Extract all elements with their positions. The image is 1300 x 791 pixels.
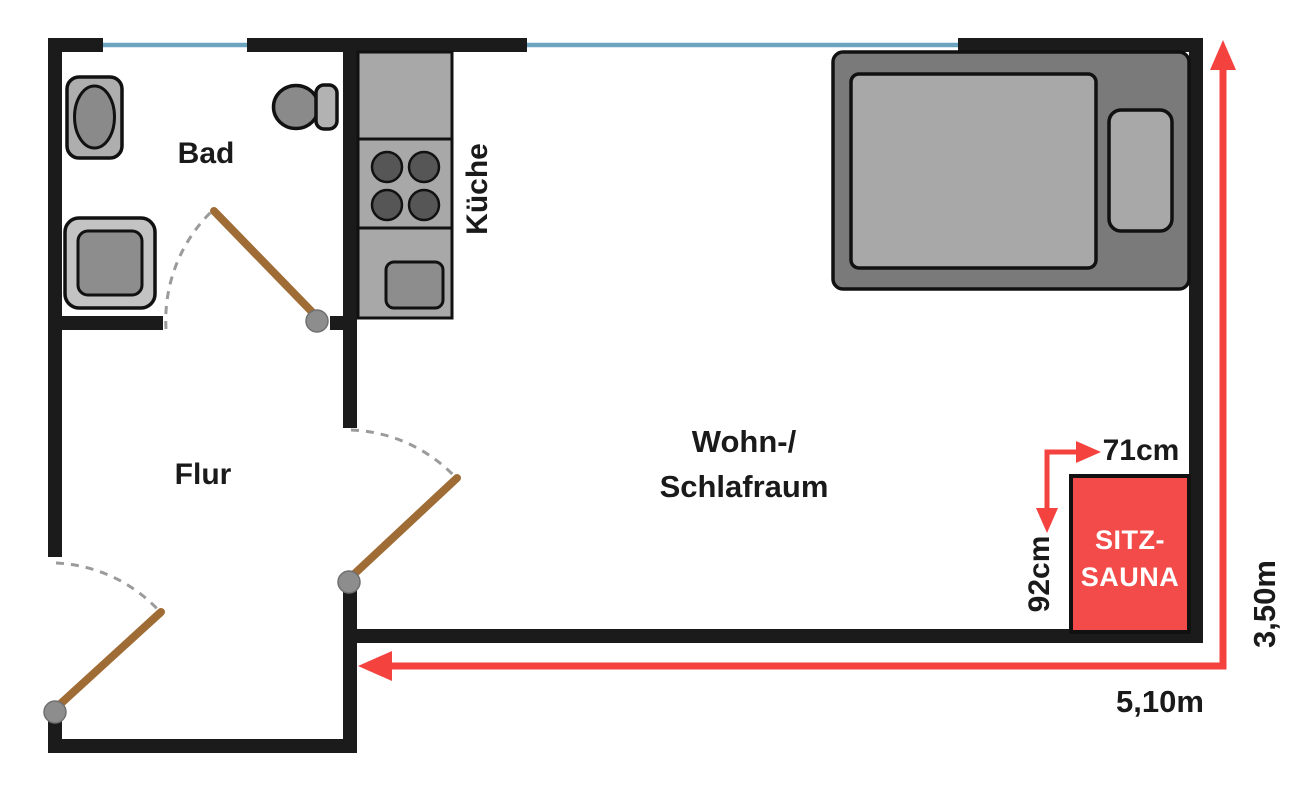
toilet-tank-icon — [314, 83, 339, 131]
wall-left-upper — [48, 38, 62, 557]
walls — [48, 38, 1203, 753]
dimension-label-room-depth: 3,50m — [1247, 560, 1282, 648]
stove-icon — [356, 137, 454, 230]
sauna-label-line2: SAUNA — [1081, 562, 1180, 592]
bed — [831, 50, 1191, 291]
wall-flur-bottom — [48, 739, 357, 753]
dimension-label-sauna-width: 71cm — [1103, 434, 1180, 467]
toilet-icon — [271, 83, 321, 131]
door-swing-arc-wohnraum — [350, 428, 459, 481]
door-swing-arc-bad — [164, 210, 213, 330]
dimension-arrow-room — [390, 66, 1227, 670]
room-label-wohnraum-line2: Schlafraum — [660, 469, 829, 504]
door-hinge-icon — [337, 570, 361, 594]
burner-icon — [370, 188, 404, 222]
kitchen-sink-icon — [384, 260, 445, 310]
wall-bad-bottom-left — [48, 316, 163, 330]
burner-icon — [407, 188, 441, 222]
room-label-wohnraum-line1: Wohn-/ — [692, 424, 797, 459]
room-label-bad: Bad — [178, 137, 235, 170]
wall-flur-vertical — [343, 590, 357, 753]
arrowhead-left-icon — [358, 651, 392, 681]
sauna-label-line1: SITZ- — [1095, 525, 1165, 555]
arrowhead-down-icon — [1036, 508, 1058, 533]
door-bad-icon — [210, 207, 319, 319]
kitchen-counter-top-icon — [356, 50, 454, 141]
burner-icon — [370, 150, 404, 184]
door-hinge-icon — [43, 700, 67, 724]
doors — [43, 207, 461, 724]
door-entrance-icon — [53, 608, 165, 711]
wall-room-bottom — [357, 629, 1203, 643]
wall-top-2 — [247, 38, 527, 52]
wall-kitchen-vertical — [343, 38, 357, 428]
arrowhead-up-icon — [1210, 40, 1236, 70]
wall-top-3 — [958, 38, 1203, 52]
sauna: SITZ- SAUNA — [1069, 474, 1191, 634]
arrowhead-right-icon — [1076, 441, 1101, 463]
dimension-label-sauna-depth: 92cm — [1023, 536, 1056, 613]
washbasin-bowl-icon — [73, 84, 116, 150]
room-label-flur: Flur — [175, 458, 232, 491]
dimension-arrows — [358, 40, 1236, 681]
room-label-kueche: Küche — [461, 143, 494, 235]
bed-pillow-icon — [1107, 108, 1174, 233]
room-labels: Bad Küche Flur Wohn-/ Schlafraum — [175, 137, 829, 504]
dimension-labels: 71cm 92cm 3,50m 5,10m — [1023, 434, 1282, 719]
wall-right — [1189, 38, 1203, 643]
sauna-box — [1069, 474, 1191, 634]
kitchen-unit — [356, 50, 454, 320]
shower-tray-icon — [76, 229, 144, 297]
burner-icon — [407, 150, 441, 184]
door-hinge-icon — [305, 309, 329, 333]
bathroom-fixtures — [63, 75, 339, 310]
door-swing-arc-entrance — [55, 561, 163, 614]
bed-mattress-icon — [849, 72, 1098, 270]
dimension-label-room-width: 5,10m — [1116, 684, 1204, 719]
door-wohnraum-icon — [347, 474, 461, 581]
